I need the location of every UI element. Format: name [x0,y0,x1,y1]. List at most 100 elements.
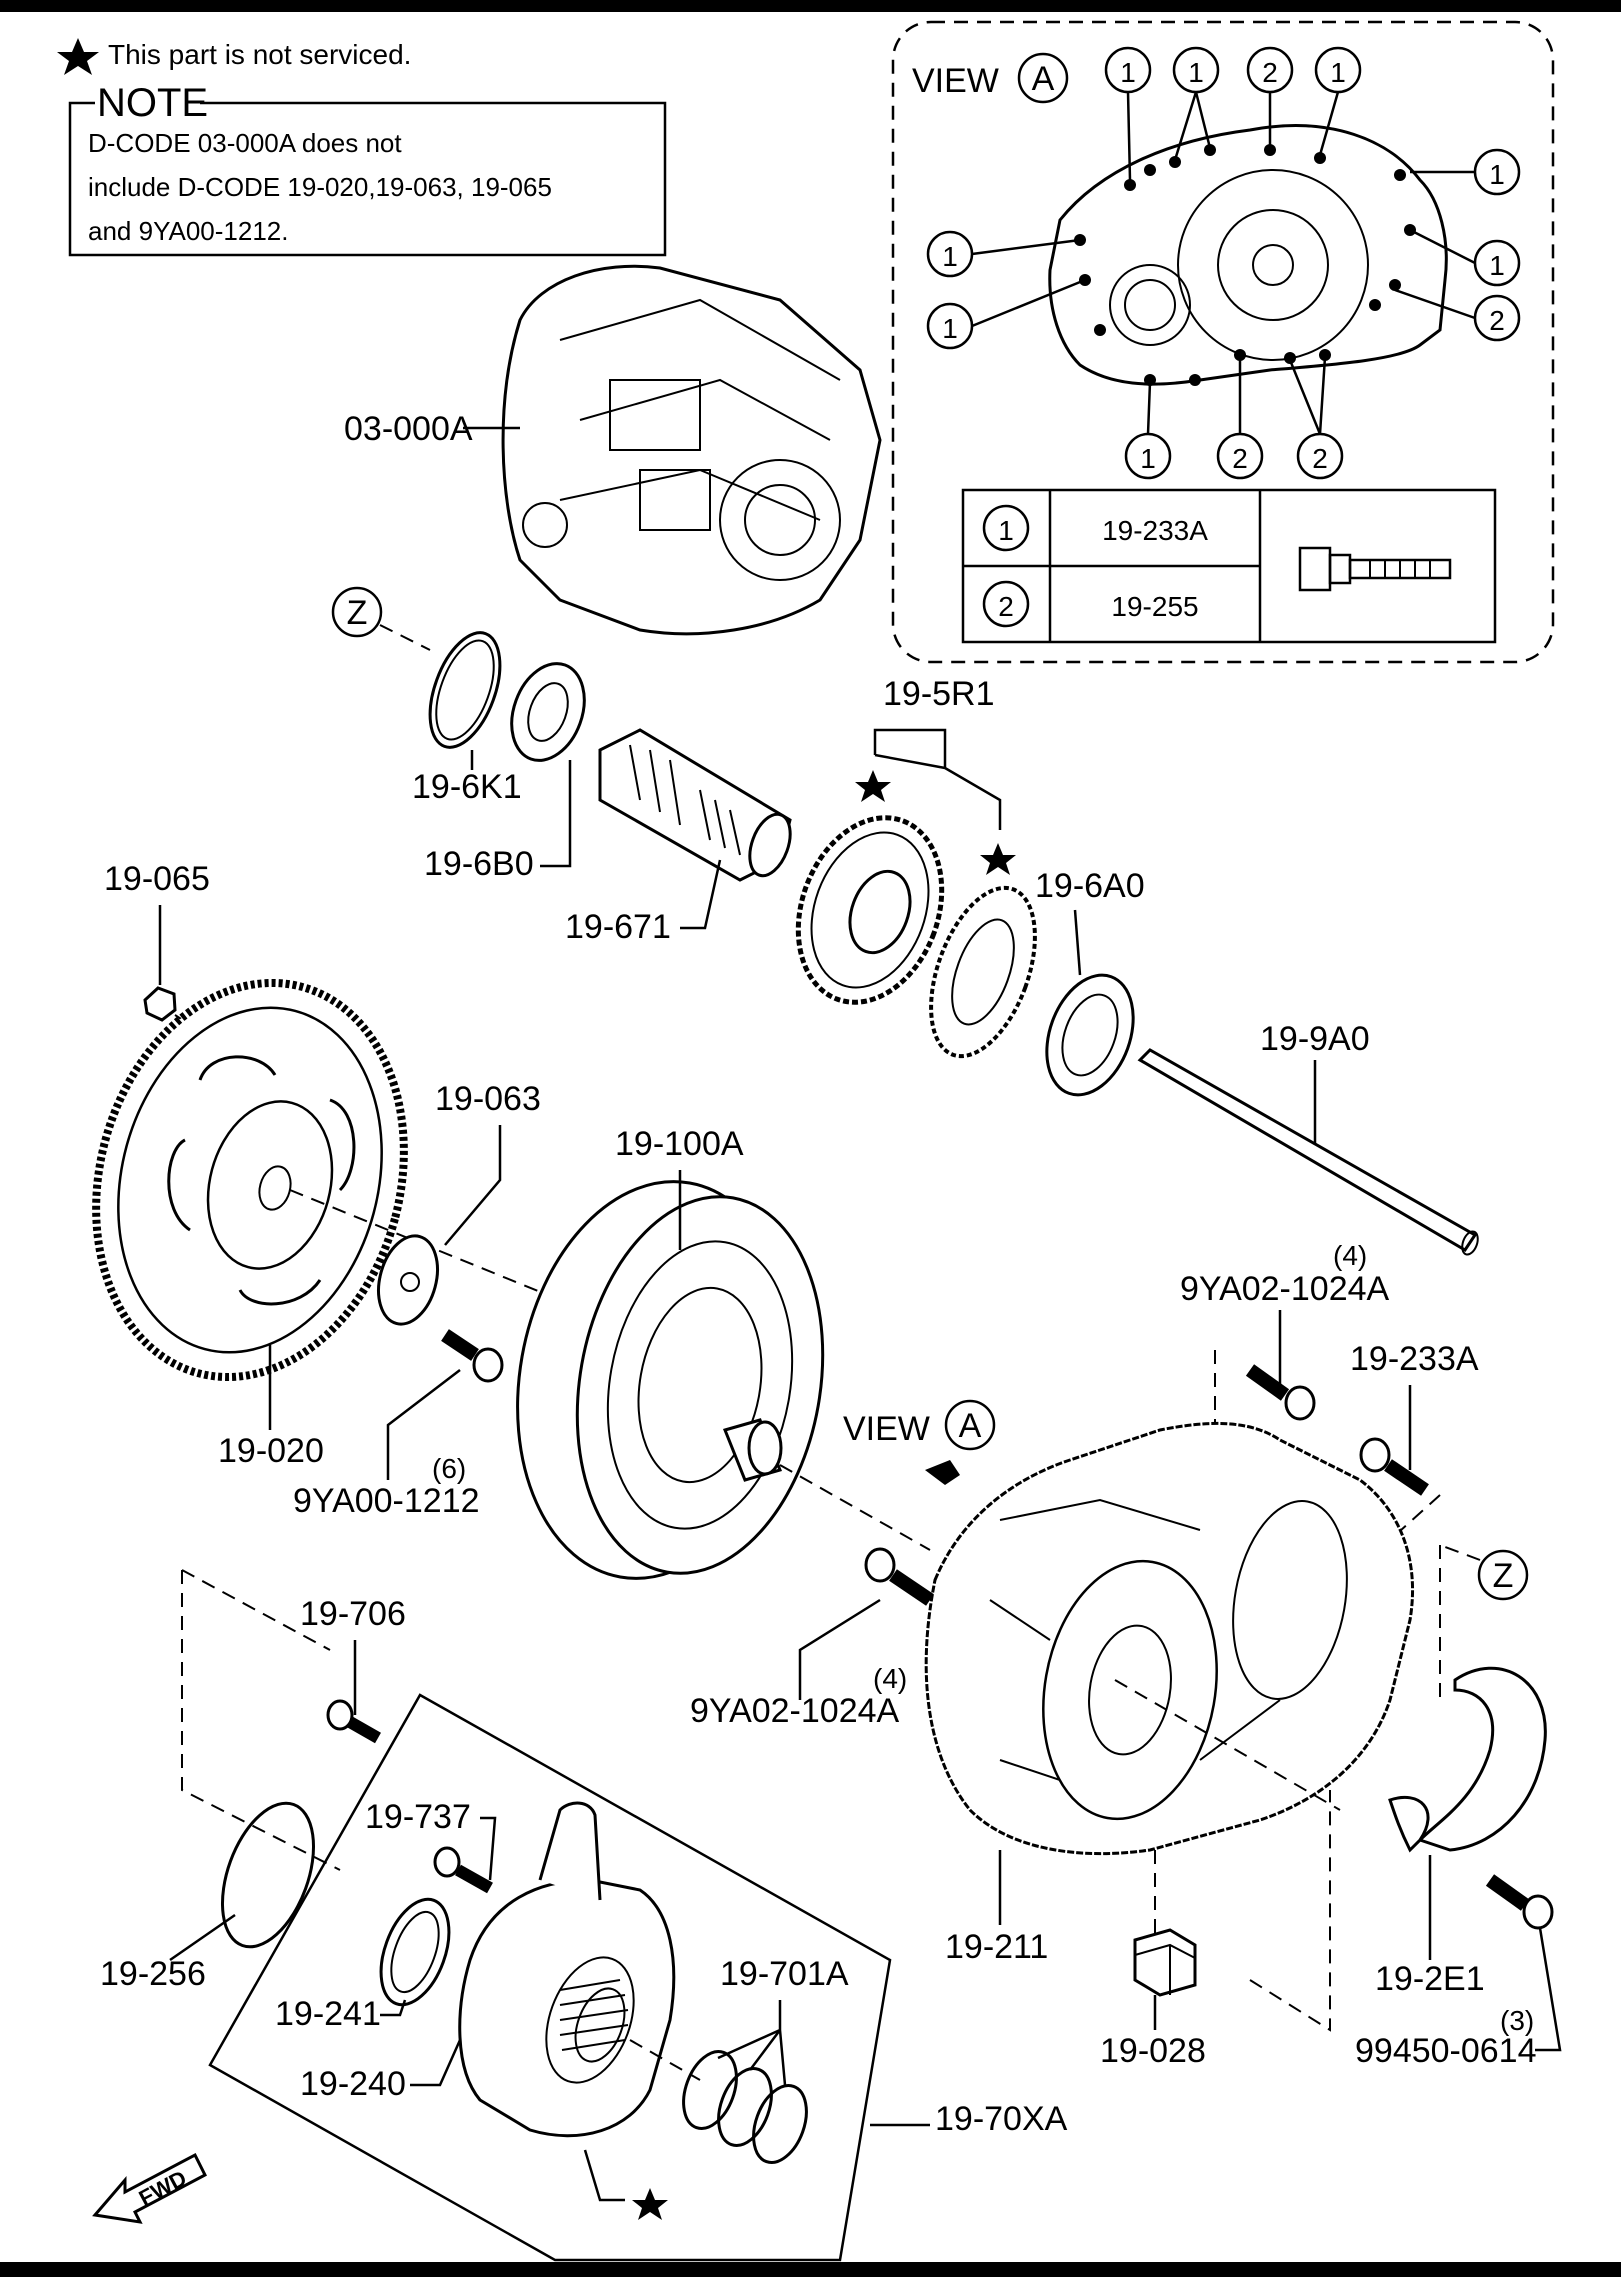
label-19-6A0: 19-6A0 [1035,867,1145,905]
bolt-99450-0614 [1485,1874,1554,1930]
view-a-letter: A [1032,60,1055,98]
label-19-2E1: 19-2E1 [1375,1960,1485,1998]
label-19-9A0: 19-9A0 [1260,1020,1370,1058]
label-99450-0614: 99450-0614 [1355,2032,1537,2070]
view-a-table: 1 2 19-233A 19-255 [961,488,1497,644]
main-view-letter: A [959,1407,982,1445]
svg-text:2: 2 [1312,443,1328,474]
bolt-19-706 [326,1699,381,1744]
main-view-label: VIEW [843,1410,930,1448]
label-19-233A: 19-233A [1350,1340,1479,1378]
seal-19-241 [379,1897,451,2007]
case-19-211: 19-211 [924,1421,1415,1966]
svg-text:1: 1 [1120,57,1136,88]
svg-text:2: 2 [1262,57,1278,88]
note-heading: NOTE [97,81,208,125]
bottom-border [0,2262,1621,2277]
label-19-028: 19-028 [1100,2032,1206,2070]
top-border [0,0,1621,12]
label-19-211: 19-211 [945,1928,1048,1966]
qty-99450-0614: (3) [1500,2005,1534,2036]
label-19-6B0: 19-6B0 [424,845,534,883]
qty-9YA02-mid: (4) [873,1663,907,1694]
rings-19-701A: 19-701A [682,1955,849,2164]
z-circle-right [1477,1549,1529,1601]
z-circle-top [331,586,383,638]
view-a-title: VIEW [912,62,999,100]
label-19-241: 19-241 [275,1995,381,2033]
gear-19-5R1 [795,815,945,1005]
torque-converter-19-100A: 19-100A [516,1125,825,1580]
table-key-2: 2 [998,591,1014,622]
bearing-19-6A0 [1045,973,1135,1097]
sensor-19-028: 19-028 [1100,1928,1206,2070]
view-a-housing [1048,124,1448,386]
star-icon-pump [632,2188,668,2220]
note-line-2: include D-CODE 19-020,19-063, 19-065 [88,172,552,202]
bolt-9YA02-mid [864,1547,934,1606]
label-9YA00-1212: 9YA00-1212 [293,1482,480,1520]
shaft-19-671: 19-671 [565,728,792,946]
svg-text:2: 2 [1232,443,1248,474]
bolt-19-737 [433,1846,493,1894]
star-icon [57,38,99,75]
star-legend: This part is not serviced. [57,38,411,75]
bolt-9YA02-top [1245,1364,1316,1421]
plate-19-063 [377,1234,439,1326]
pump-19-240: 19-240 [300,1801,676,2138]
fwd-arrow: FWD [92,2152,207,2224]
label-19-737: 19-737 [365,1798,471,1836]
bearing-19-6B0 [510,662,586,762]
star-icon-gear [855,770,891,802]
shaft-19-9A0: 19-9A0 [1137,1020,1479,1256]
label-19-065: 19-065 [104,860,210,898]
note-line-1: D-CODE 03-000A does not [88,128,402,158]
star-icon-thrust [980,843,1016,875]
label-9YA02-mid: 9YA02-1024A [690,1692,900,1730]
svg-text:1: 1 [1330,57,1346,88]
table-key-1: 1 [998,515,1014,546]
label-19-020: 19-020 [218,1432,324,1470]
view-arrow-icon [925,1460,960,1485]
bolt-19-233A [1359,1437,1429,1496]
thrust-ring [929,885,1037,1059]
shield-19-2E1: 19-2E1 [1375,1666,1547,1998]
nut-19-065 [143,986,177,1022]
view-a-callouts: 1 1 2 1 1 1 1 2 1 1 2 2 [926,46,1521,480]
qty-9YA02-top: (4) [1333,1240,1367,1271]
flywheel-19-020: 19-020 [92,978,408,1470]
bolt-icon [1298,546,1452,592]
label-19-5R1: 19-5R1 [883,675,995,713]
bolt-9YA00-1212: (6) 9YA00-1212 [293,1329,504,1520]
star-legend-text: This part is not serviced. [108,39,411,70]
label-19-240: 19-240 [300,2065,406,2103]
label-19-706: 19-706 [300,1595,406,1633]
svg-text:1: 1 [1188,57,1204,88]
label-19-70XA: 19-70XA [935,2100,1068,2138]
z-letter-right: Z [1493,1557,1514,1595]
qty-9YA00-1212: (6) [432,1453,466,1484]
label-03-000A: 03-000A [344,410,473,448]
svg-text:1: 1 [1140,443,1156,474]
oring-19-256 [220,1801,316,1949]
label-19-701A: 19-701A [720,1955,849,1993]
svg-text:1: 1 [942,241,958,272]
label-19-6K1: 19-6K1 [412,768,522,806]
view-a-arrow: VIEW A [843,1399,996,1485]
pump-group-box [208,1693,892,2262]
note-box: NOTE D-CODE 03-000A does not include D-C… [68,81,667,257]
note-line-3: and 9YA00-1212. [88,216,288,246]
table-part-1: 19-233A [1102,515,1208,546]
label-9YA02-top: 9YA02-1024A [1180,1270,1390,1308]
ring-19-6K1 [428,631,502,749]
view-a-panel: VIEW A 1 1 2 1 1 1 1 2 1 1 [891,20,1555,664]
svg-text:2: 2 [1489,305,1505,336]
transaxle-assembly: 03-000A [344,264,882,636]
label-19-256: 19-256 [100,1955,206,1993]
svg-text:1: 1 [942,313,958,344]
svg-text:1: 1 [1489,159,1505,190]
label-19-100A: 19-100A [615,1125,744,1163]
view-a-letter-circle [1017,52,1069,104]
label-19-063: 19-063 [435,1080,541,1118]
